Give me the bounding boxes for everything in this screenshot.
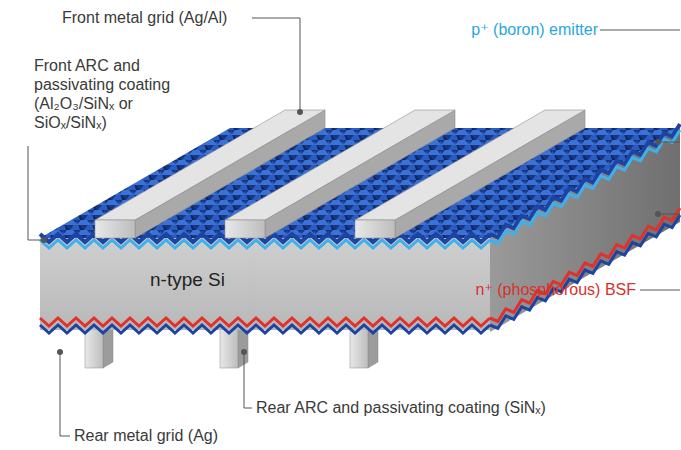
layer-label: n⁺ (phosphorous) BSF: [475, 280, 636, 299]
layer-stroke: [490, 208, 680, 321]
layer-label: p⁺ (boron) emitter: [471, 20, 598, 39]
leader-dots: [41, 109, 661, 355]
layer-label: Front ARC and passivating coating (Al₂O₃…: [34, 56, 184, 132]
layer-stroke: [40, 240, 490, 248]
layer-label: Rear metal grid (Ag): [74, 426, 218, 445]
layer-label: Rear ARC and passivating coating (SiNₓ): [256, 398, 546, 417]
layer-label: Front metal grid (Ag/Al): [62, 8, 227, 27]
layer-stroke: [40, 325, 490, 333]
leader-lines: [28, 18, 680, 436]
wafer-front: [40, 238, 490, 330]
front-metal-grid: [95, 110, 585, 238]
layer-stroke: [490, 215, 680, 328]
layer-stroke: [40, 318, 490, 326]
material-label: n-type Si: [150, 268, 225, 291]
